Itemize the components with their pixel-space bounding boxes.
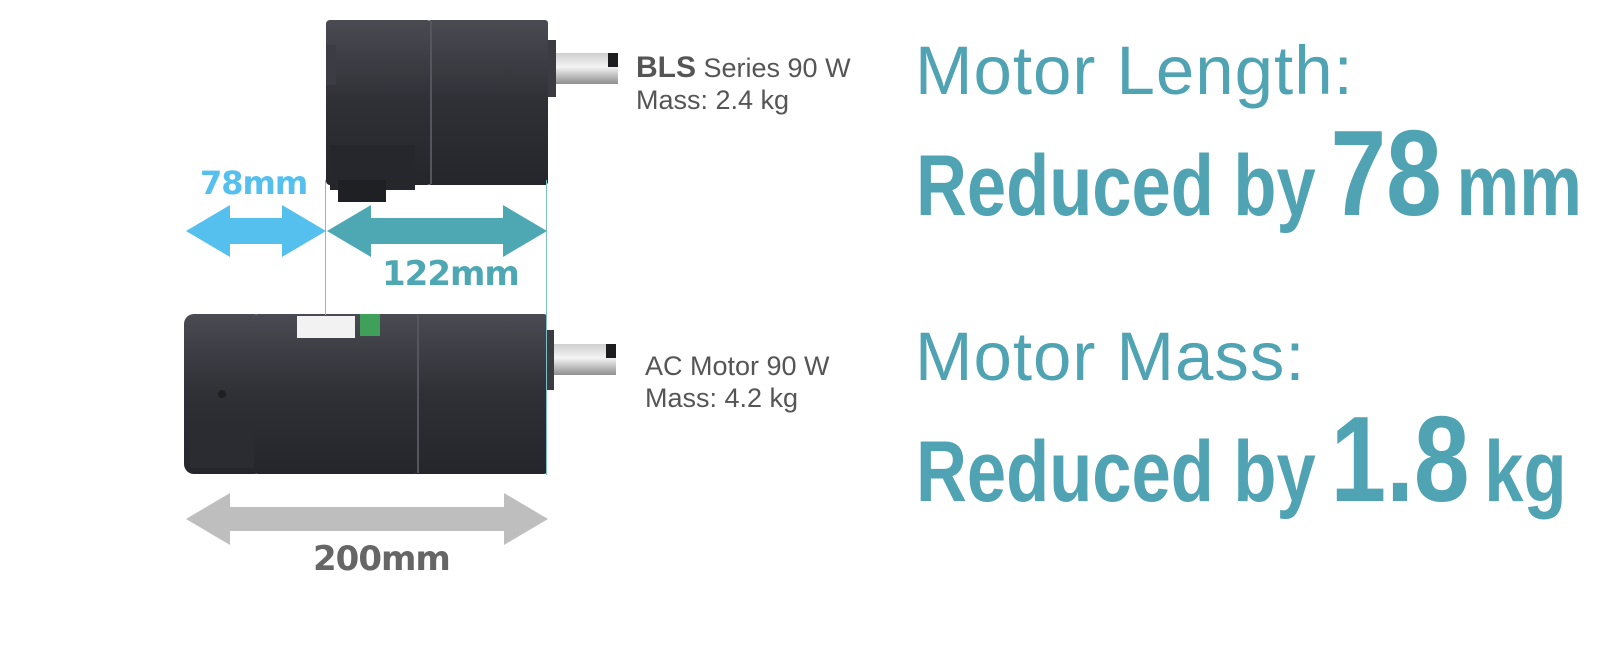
reduction-dimension-label: 78mm <box>200 164 308 202</box>
bls-series-line: BLS Series 90 W <box>636 52 851 84</box>
bls-mass: Mass: 2.4 kg <box>636 85 790 115</box>
ac-length-arrow <box>186 493 548 545</box>
length-heading: Motor Length: <box>915 32 1354 109</box>
mass-result-value: 1.8 <box>1330 391 1470 527</box>
mass-result-unit: kg <box>1484 424 1567 520</box>
mass-heading: Motor Mass: <box>915 318 1306 395</box>
bls-length-arrow <box>327 205 547 257</box>
bls-series: Series 90 W <box>696 53 851 83</box>
length-result-unit: mm <box>1456 138 1582 234</box>
bls-motor-image <box>326 20 618 202</box>
length-result-prefix: Reduced by <box>916 138 1316 234</box>
reduction-arrow <box>186 205 326 257</box>
bls-brand: BLS <box>636 51 696 84</box>
length-result-value: 78 <box>1330 105 1442 241</box>
ac-length-label: 200mm <box>313 539 451 579</box>
mass-result-prefix: Reduced by <box>916 424 1316 520</box>
ac-motor-caption: AC Motor 90 W Mass: 4.2 kg <box>645 350 830 414</box>
bls-motor-caption: BLS Series 90 W Mass: 2.4 kg <box>636 52 851 116</box>
guide-line-right <box>546 180 547 475</box>
bls-length-label: 122mm <box>382 254 520 294</box>
ac-motor-name: AC Motor 90 W <box>645 351 830 381</box>
guide-line-left <box>325 180 326 315</box>
ac-motor-mass: Mass: 4.2 kg <box>645 383 799 413</box>
ac-motor-image <box>184 314 616 474</box>
